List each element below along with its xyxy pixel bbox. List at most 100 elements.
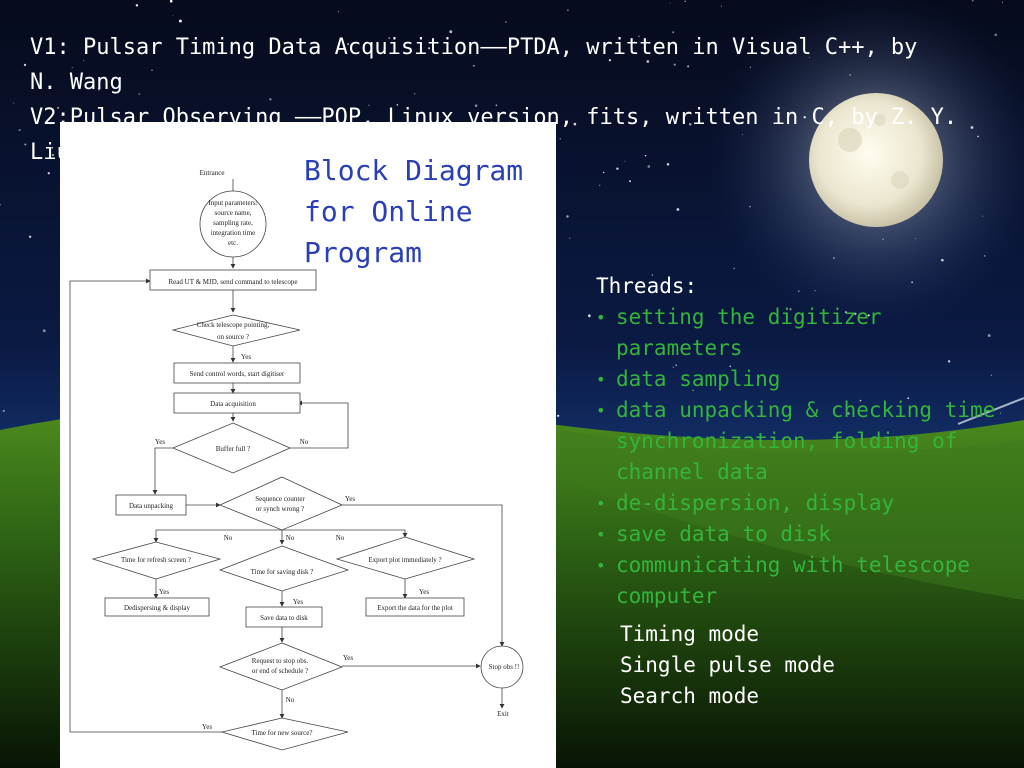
star (368, 104, 370, 106)
star (849, 74, 851, 76)
star (474, 104, 478, 107)
star (720, 5, 722, 7)
star (602, 171, 605, 174)
star (135, 4, 139, 7)
star (559, 138, 561, 140)
star (13, 102, 15, 104)
star (573, 122, 577, 126)
star (634, 41, 635, 43)
fc-export-data: Export the data for the plot (377, 604, 453, 612)
fc-input-params-line: Input parameters: (208, 199, 257, 207)
star (1001, 1, 1004, 3)
star (505, 21, 507, 23)
modes-list: Timing mode Single pulse mode Search mod… (620, 619, 835, 712)
thread-item: • data sampling (596, 364, 1016, 395)
star (646, 60, 650, 63)
star (673, 63, 676, 66)
fc-no-label: No (300, 438, 309, 446)
bullet-icon: • (596, 556, 606, 575)
star (346, 42, 350, 46)
fc-check-pointing: Check telescope pointing, (197, 321, 270, 329)
star (396, 104, 399, 106)
star (557, 414, 560, 417)
star (789, 308, 792, 311)
star (803, 116, 806, 119)
fc-yes-label: Yes (202, 723, 212, 731)
fc-no-label: No (336, 534, 345, 542)
fc-no-label: No (286, 696, 295, 704)
star (859, 399, 862, 402)
thread-item: • communicating with telescope computer (596, 550, 1016, 612)
star (47, 172, 50, 175)
star (833, 257, 835, 259)
fc-stop-obs: Stop obs !! (489, 663, 520, 671)
star (413, 92, 416, 95)
star (0, 203, 1, 206)
star (406, 118, 408, 120)
star (2, 409, 5, 412)
star (999, 412, 1002, 414)
threads-list: •setting the digitizer parameters •data … (596, 302, 1016, 612)
star (172, 15, 174, 17)
fc-save-data: Save data to disk (260, 614, 308, 622)
star (651, 274, 653, 276)
star (808, 56, 811, 58)
thread-item-text: communicating with telescope computer (616, 553, 971, 608)
star (854, 312, 857, 315)
fc-check-pointing: on source ? (217, 333, 249, 341)
star (688, 123, 692, 126)
star (741, 133, 743, 135)
fc-refresh: Time for refresh screen ? (121, 556, 191, 564)
star (907, 397, 910, 400)
star (608, 59, 612, 62)
star (941, 258, 944, 262)
star (983, 255, 986, 257)
star (911, 281, 913, 283)
fc-export-plot: Export plot immediately ? (368, 556, 441, 564)
version-line: V1: Pulsar Timing Data Acquisition——PTDA… (30, 35, 918, 60)
fc-buffer-full: Buffer full ? (216, 445, 250, 453)
star (684, 0, 686, 2)
fc-yes-label: Yes (419, 588, 429, 596)
fc-yes-label: Yes (241, 353, 251, 361)
fc-data-acquisition: Data acquisition (210, 400, 256, 408)
fc-no-label: No (286, 534, 295, 542)
star (587, 314, 591, 318)
star (616, 167, 619, 170)
star (495, 104, 498, 107)
star (138, 93, 141, 95)
star (18, 129, 21, 132)
star (994, 33, 998, 37)
star (71, 67, 73, 69)
star (566, 215, 569, 218)
star (687, 65, 690, 68)
star (269, 98, 272, 101)
thread-item: •data unpacking & checking time synchron… (596, 395, 1016, 488)
fc-request-stop: or end of schedule ? (252, 667, 308, 675)
star (51, 147, 53, 149)
star (83, 59, 85, 61)
flowchart: Entrance Input parameters: source name, … (69, 169, 524, 751)
thread-item: •de-dispersion, display (596, 488, 1016, 519)
star (42, 329, 46, 333)
star (624, 160, 626, 162)
star (647, 165, 651, 168)
star (672, 366, 674, 368)
star (676, 208, 680, 211)
thread-item-text: data sampling (616, 367, 781, 391)
star (638, 35, 640, 38)
fc-yes-label: Yes (345, 495, 355, 503)
fc-entrance: Entrance (200, 169, 225, 177)
fc-yes-label: Yes (155, 438, 165, 446)
fc-new-source: Time for new source? (252, 729, 313, 737)
thread-item: •save data to disk (596, 519, 1016, 550)
fc-input-params-line: integration time (211, 229, 256, 237)
star (977, 135, 979, 138)
bullet-icon: • (596, 525, 606, 544)
fc-request-stop: Request to stop obs. (252, 657, 309, 665)
diagram-title: Block Diagram for Online Program (304, 154, 524, 269)
star (548, 116, 551, 118)
version-line: N. Wang (30, 70, 123, 95)
star (599, 276, 602, 279)
bullet-icon: • (596, 370, 606, 389)
